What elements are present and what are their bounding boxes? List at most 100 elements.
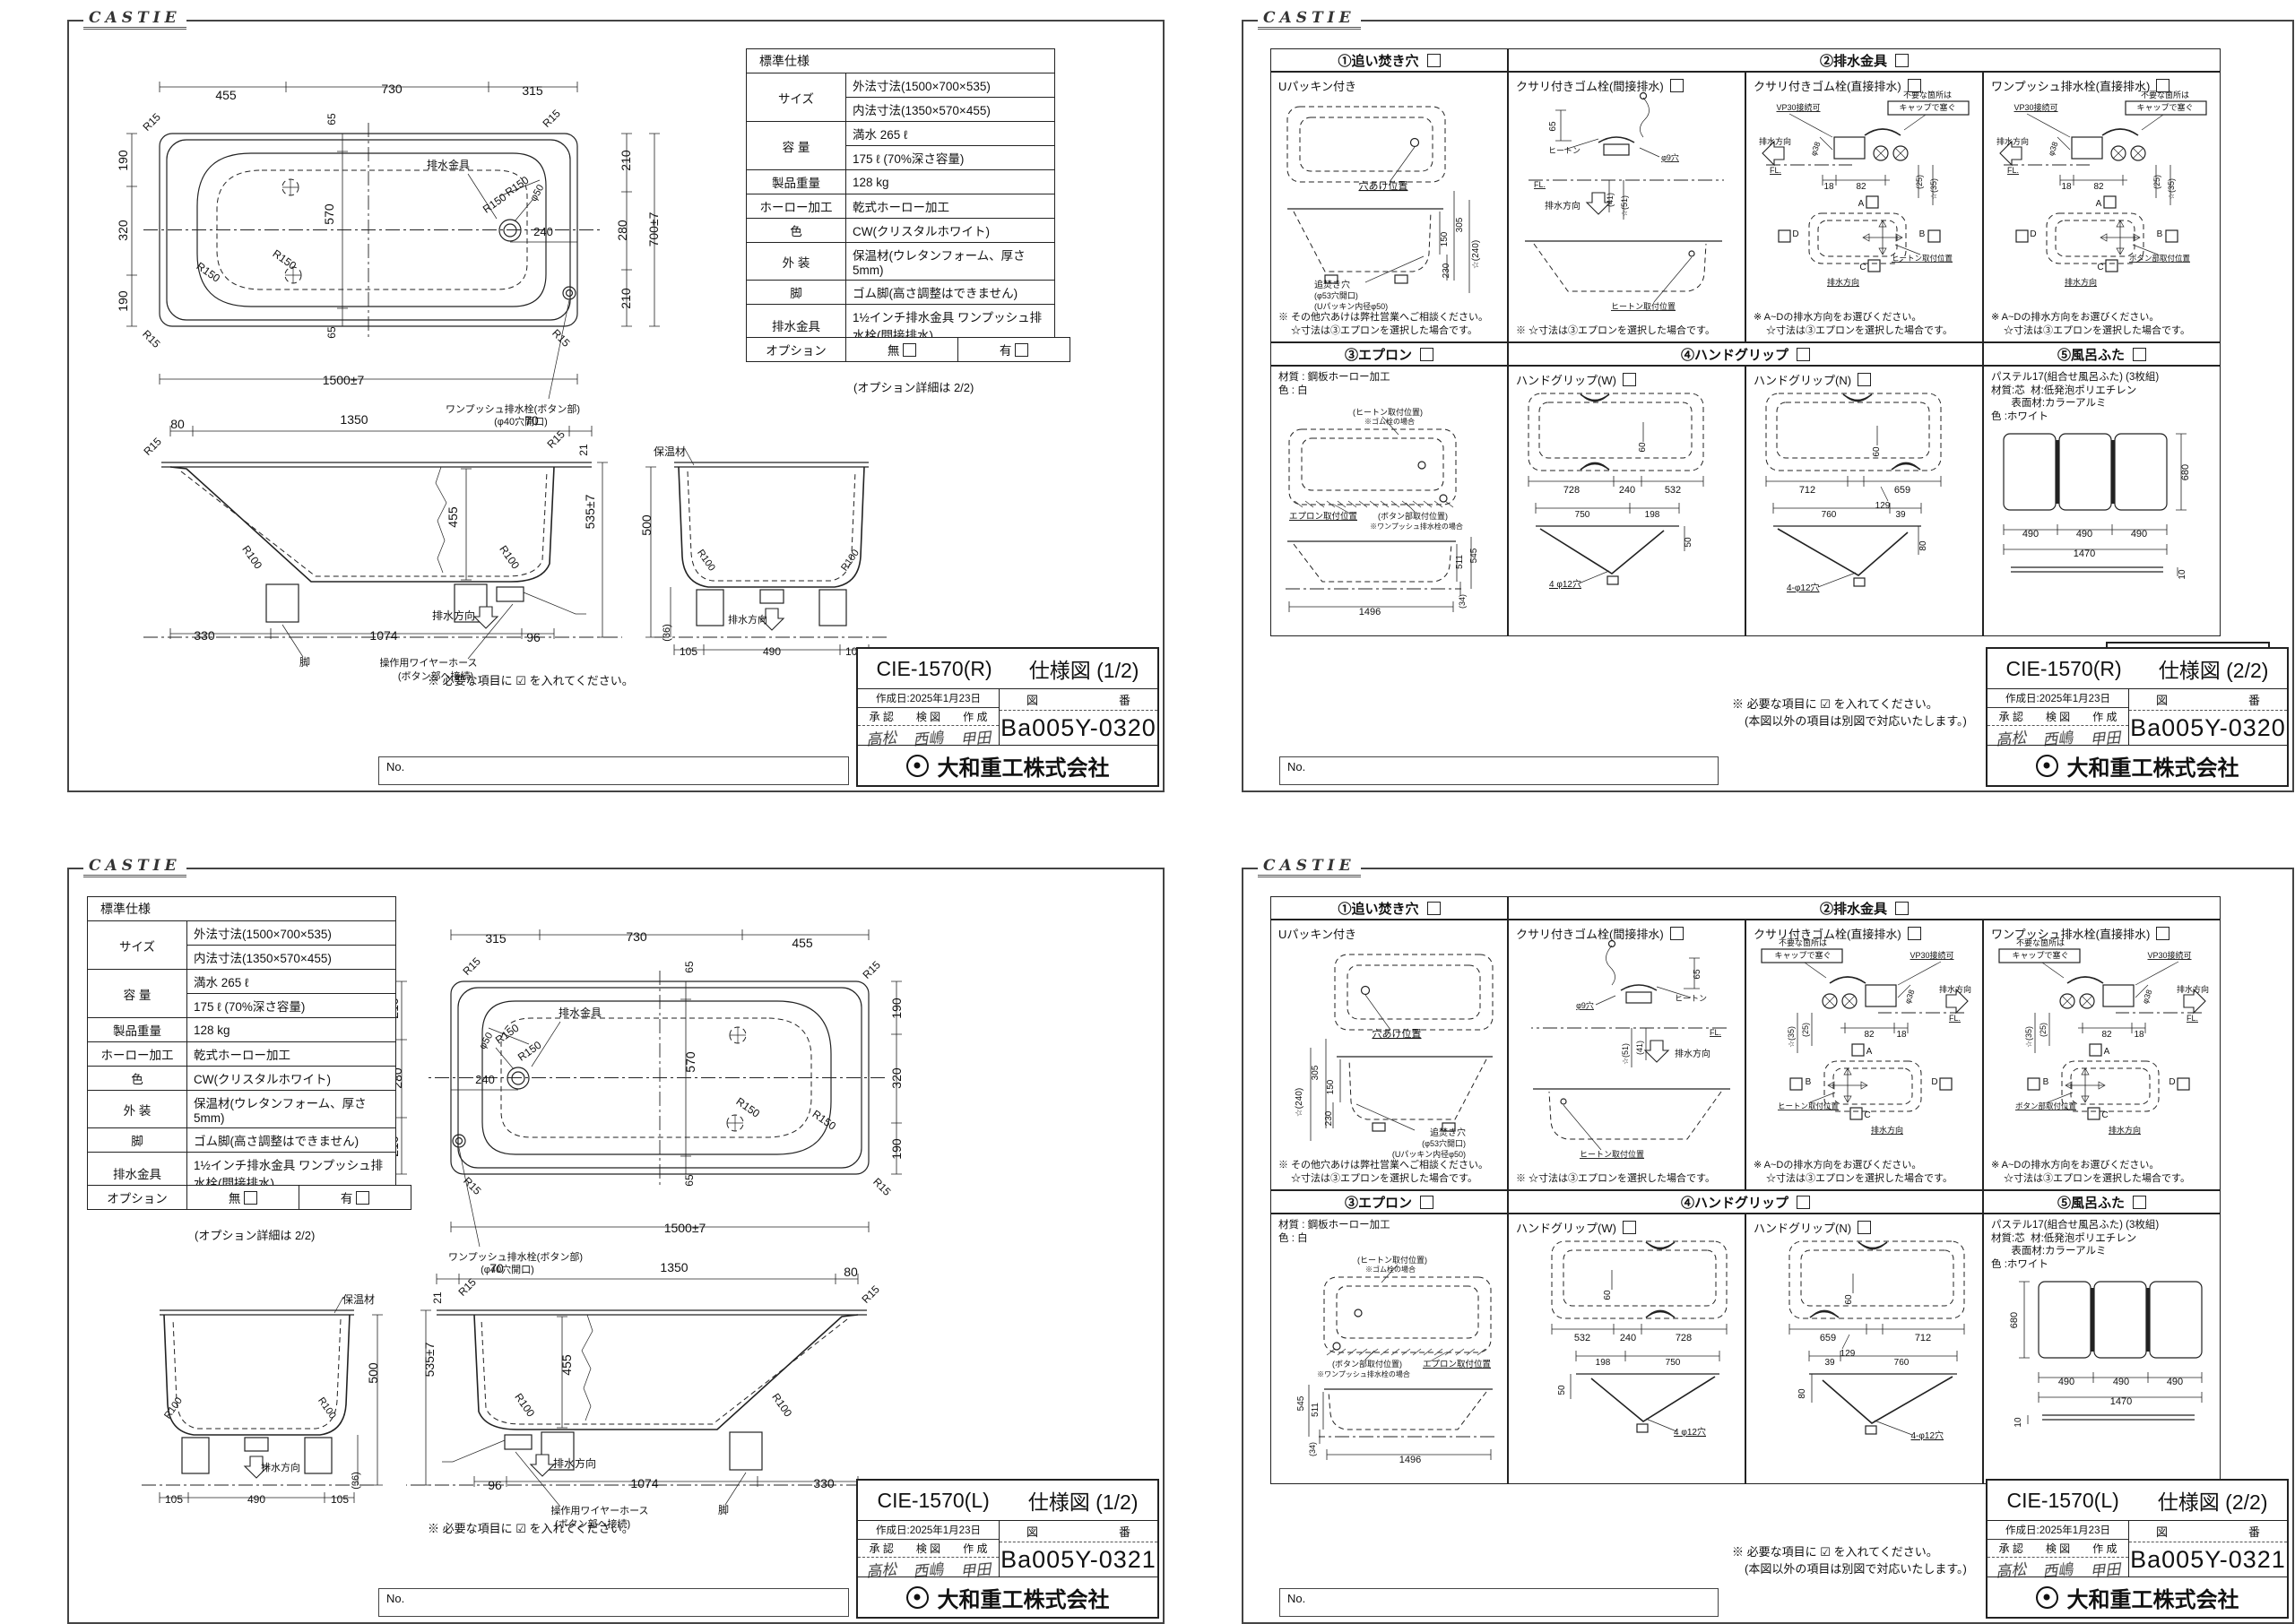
checkbox[interactable]	[1797, 347, 1810, 361]
drawing-line	[1580, 462, 1610, 471]
drawing-line	[548, 299, 570, 400]
dim-label: 315	[522, 83, 543, 98]
drawing-number: Ba005Y-0321	[2130, 1545, 2286, 1573]
checkbox[interactable]	[2133, 1195, 2146, 1209]
dim-label: エプロン取付位置	[1423, 1359, 1491, 1369]
checkbox[interactable]	[1907, 927, 1921, 940]
dim-label: 排水方向	[1545, 200, 1581, 212]
approval-header: 承 認	[1998, 1542, 2023, 1555]
drawing-rect	[1324, 274, 1338, 284]
dim-label: 1470	[2074, 549, 2095, 559]
checkbox[interactable]	[1426, 53, 1441, 67]
dim-label: 1496	[1359, 607, 1381, 618]
option-cell-notes: ※ A~Dの排水方向をお選びください。 ☆寸法は③エプロンを選択した場合です。	[1754, 1159, 1953, 1185]
checkbox[interactable]	[1895, 53, 1909, 67]
dim-label: 570	[683, 1051, 697, 1073]
checkbox[interactable]	[356, 1191, 370, 1205]
drawing-line	[2065, 1067, 2106, 1103]
drawing-line	[1580, 393, 1610, 402]
sheet-cie1570-l-page1: CASTIE455730315R15R15R15R151903201902102…	[67, 857, 1165, 1624]
dim-label: 490	[2022, 529, 2039, 540]
option-cell-title: Uパッキン付き	[1278, 77, 1356, 94]
dim-label: ※ワンプッシュ排水栓の場合	[1317, 1369, 1410, 1378]
drawing-rect	[304, 1437, 333, 1474]
option-yes: 有	[299, 1185, 411, 1210]
approval-header: 作 成	[2092, 1542, 2117, 1555]
option-cell-notes: ※ A~Dの排水方向をお選びください。 ☆寸法は③エプロンを選択した場合です。	[1991, 1159, 2190, 1185]
drawing-line	[684, 448, 695, 466]
option-label: オプション	[746, 337, 846, 362]
option-cell-text-line: パステル17(組合せ風呂ふた) (3枚組)	[1991, 372, 2160, 383]
drawing-rect	[1939, 1077, 1953, 1091]
checkbox[interactable]	[1669, 927, 1684, 940]
dim-label: 80	[1918, 540, 1928, 551]
checkbox[interactable]	[244, 1191, 258, 1205]
checkbox[interactable]	[1420, 1195, 1433, 1209]
dim-label: (φ40穴開口)	[481, 1263, 534, 1275]
checkbox[interactable]	[1895, 901, 1909, 915]
checkbox[interactable]	[1420, 347, 1433, 361]
checkbox[interactable]	[2156, 79, 2170, 92]
dim-label: FL.	[1534, 180, 1546, 189]
dim-label: 4 φ12穴	[1674, 1426, 1706, 1438]
dim-label: エプロン取付位置	[1289, 511, 1357, 522]
checkbox[interactable]	[1426, 901, 1441, 915]
checkbox[interactable]	[1015, 343, 1029, 357]
dim-label: キャップで塞ぐ	[1774, 950, 1831, 960]
drawing-line	[1575, 1351, 1720, 1361]
dim-label: 排水方向	[1827, 277, 1859, 287]
dim-label: 129	[1840, 1349, 1856, 1359]
dim-label: 排水方向	[728, 613, 767, 626]
option-header-reheat-hole: ①追い焚き穴	[1270, 896, 1508, 920]
dim-label: ☆(35)	[2167, 178, 2176, 200]
drawing-circle	[562, 286, 576, 300]
drawing-line	[1439, 191, 1470, 293]
dim-label: 659	[1820, 1333, 1836, 1343]
dim-label: 96	[488, 1478, 502, 1492]
dim-label: 240	[1619, 485, 1635, 496]
checkbox[interactable]	[903, 343, 917, 357]
company-row: 大和重工株式会社	[858, 1576, 1157, 1617]
dim-label: FL.	[2187, 1014, 2198, 1023]
option-cell-drawing-hole: 穴あけ位置150305230☆(240)追焚き穴(φ53穴開口)(Uパッキン内径…	[1295, 954, 1494, 1159]
drawing-line	[2061, 995, 2074, 1007]
drawing-line	[1381, 416, 1399, 436]
drawing-rect	[2087, 1107, 2100, 1120]
check-instruction-line2: (本図以外の項目は別図で対応いたします。)	[1745, 714, 1967, 728]
dim-label: ヒートン取付位置	[1892, 254, 1953, 263]
dim-label: 65	[683, 961, 696, 973]
checkbox[interactable]	[1858, 1221, 1872, 1234]
dim-label: ☆(240)	[1471, 240, 1481, 269]
checkbox[interactable]	[1797, 1195, 1810, 1209]
option-cell-drawing-push_direct: VP30接続可不要な箇所はキャップで塞ぐ排水方向φ38FL.1882(25)☆(…	[1998, 937, 2209, 1135]
checkbox[interactable]	[1622, 373, 1636, 386]
checkbox[interactable]	[1858, 373, 1872, 386]
drawing-line	[649, 133, 660, 327]
checkbox[interactable]	[2133, 347, 2146, 361]
checkbox[interactable]	[2156, 927, 2170, 940]
drawing-line	[281, 624, 304, 658]
checkbox[interactable]	[1907, 79, 1921, 92]
drawing-line	[687, 471, 856, 582]
spec-label: ホーロー加工	[746, 194, 846, 219]
drawing-line	[372, 1314, 383, 1486]
approval-header: 作 成	[963, 1542, 988, 1555]
drawing-line	[461, 468, 472, 581]
checkbox[interactable]	[1669, 79, 1684, 92]
zu-label: 図	[1026, 694, 1038, 707]
option-cell-title: ハンドグリップ(N)	[1754, 371, 1872, 388]
dim-label: 80	[844, 1265, 858, 1279]
drawing-line	[163, 1314, 351, 1436]
drawing-rect	[2038, 1281, 2091, 1359]
company-row: 大和重工株式会社	[858, 745, 1157, 785]
dim-label: ヒートン	[1675, 994, 1707, 1003]
drawing-rect	[1851, 1043, 1865, 1057]
dim-label: 330	[813, 1476, 835, 1490]
ban-label: 番	[1118, 694, 1130, 707]
option-header-reheat-hole: ①追い焚き穴	[1270, 48, 1508, 72]
checkbox[interactable]	[1622, 1221, 1636, 1234]
option-cell-title: ハンドグリップ(W)	[1516, 1219, 1636, 1236]
drawing-line	[450, 1222, 870, 1232]
drawing-line	[1945, 988, 1969, 1015]
